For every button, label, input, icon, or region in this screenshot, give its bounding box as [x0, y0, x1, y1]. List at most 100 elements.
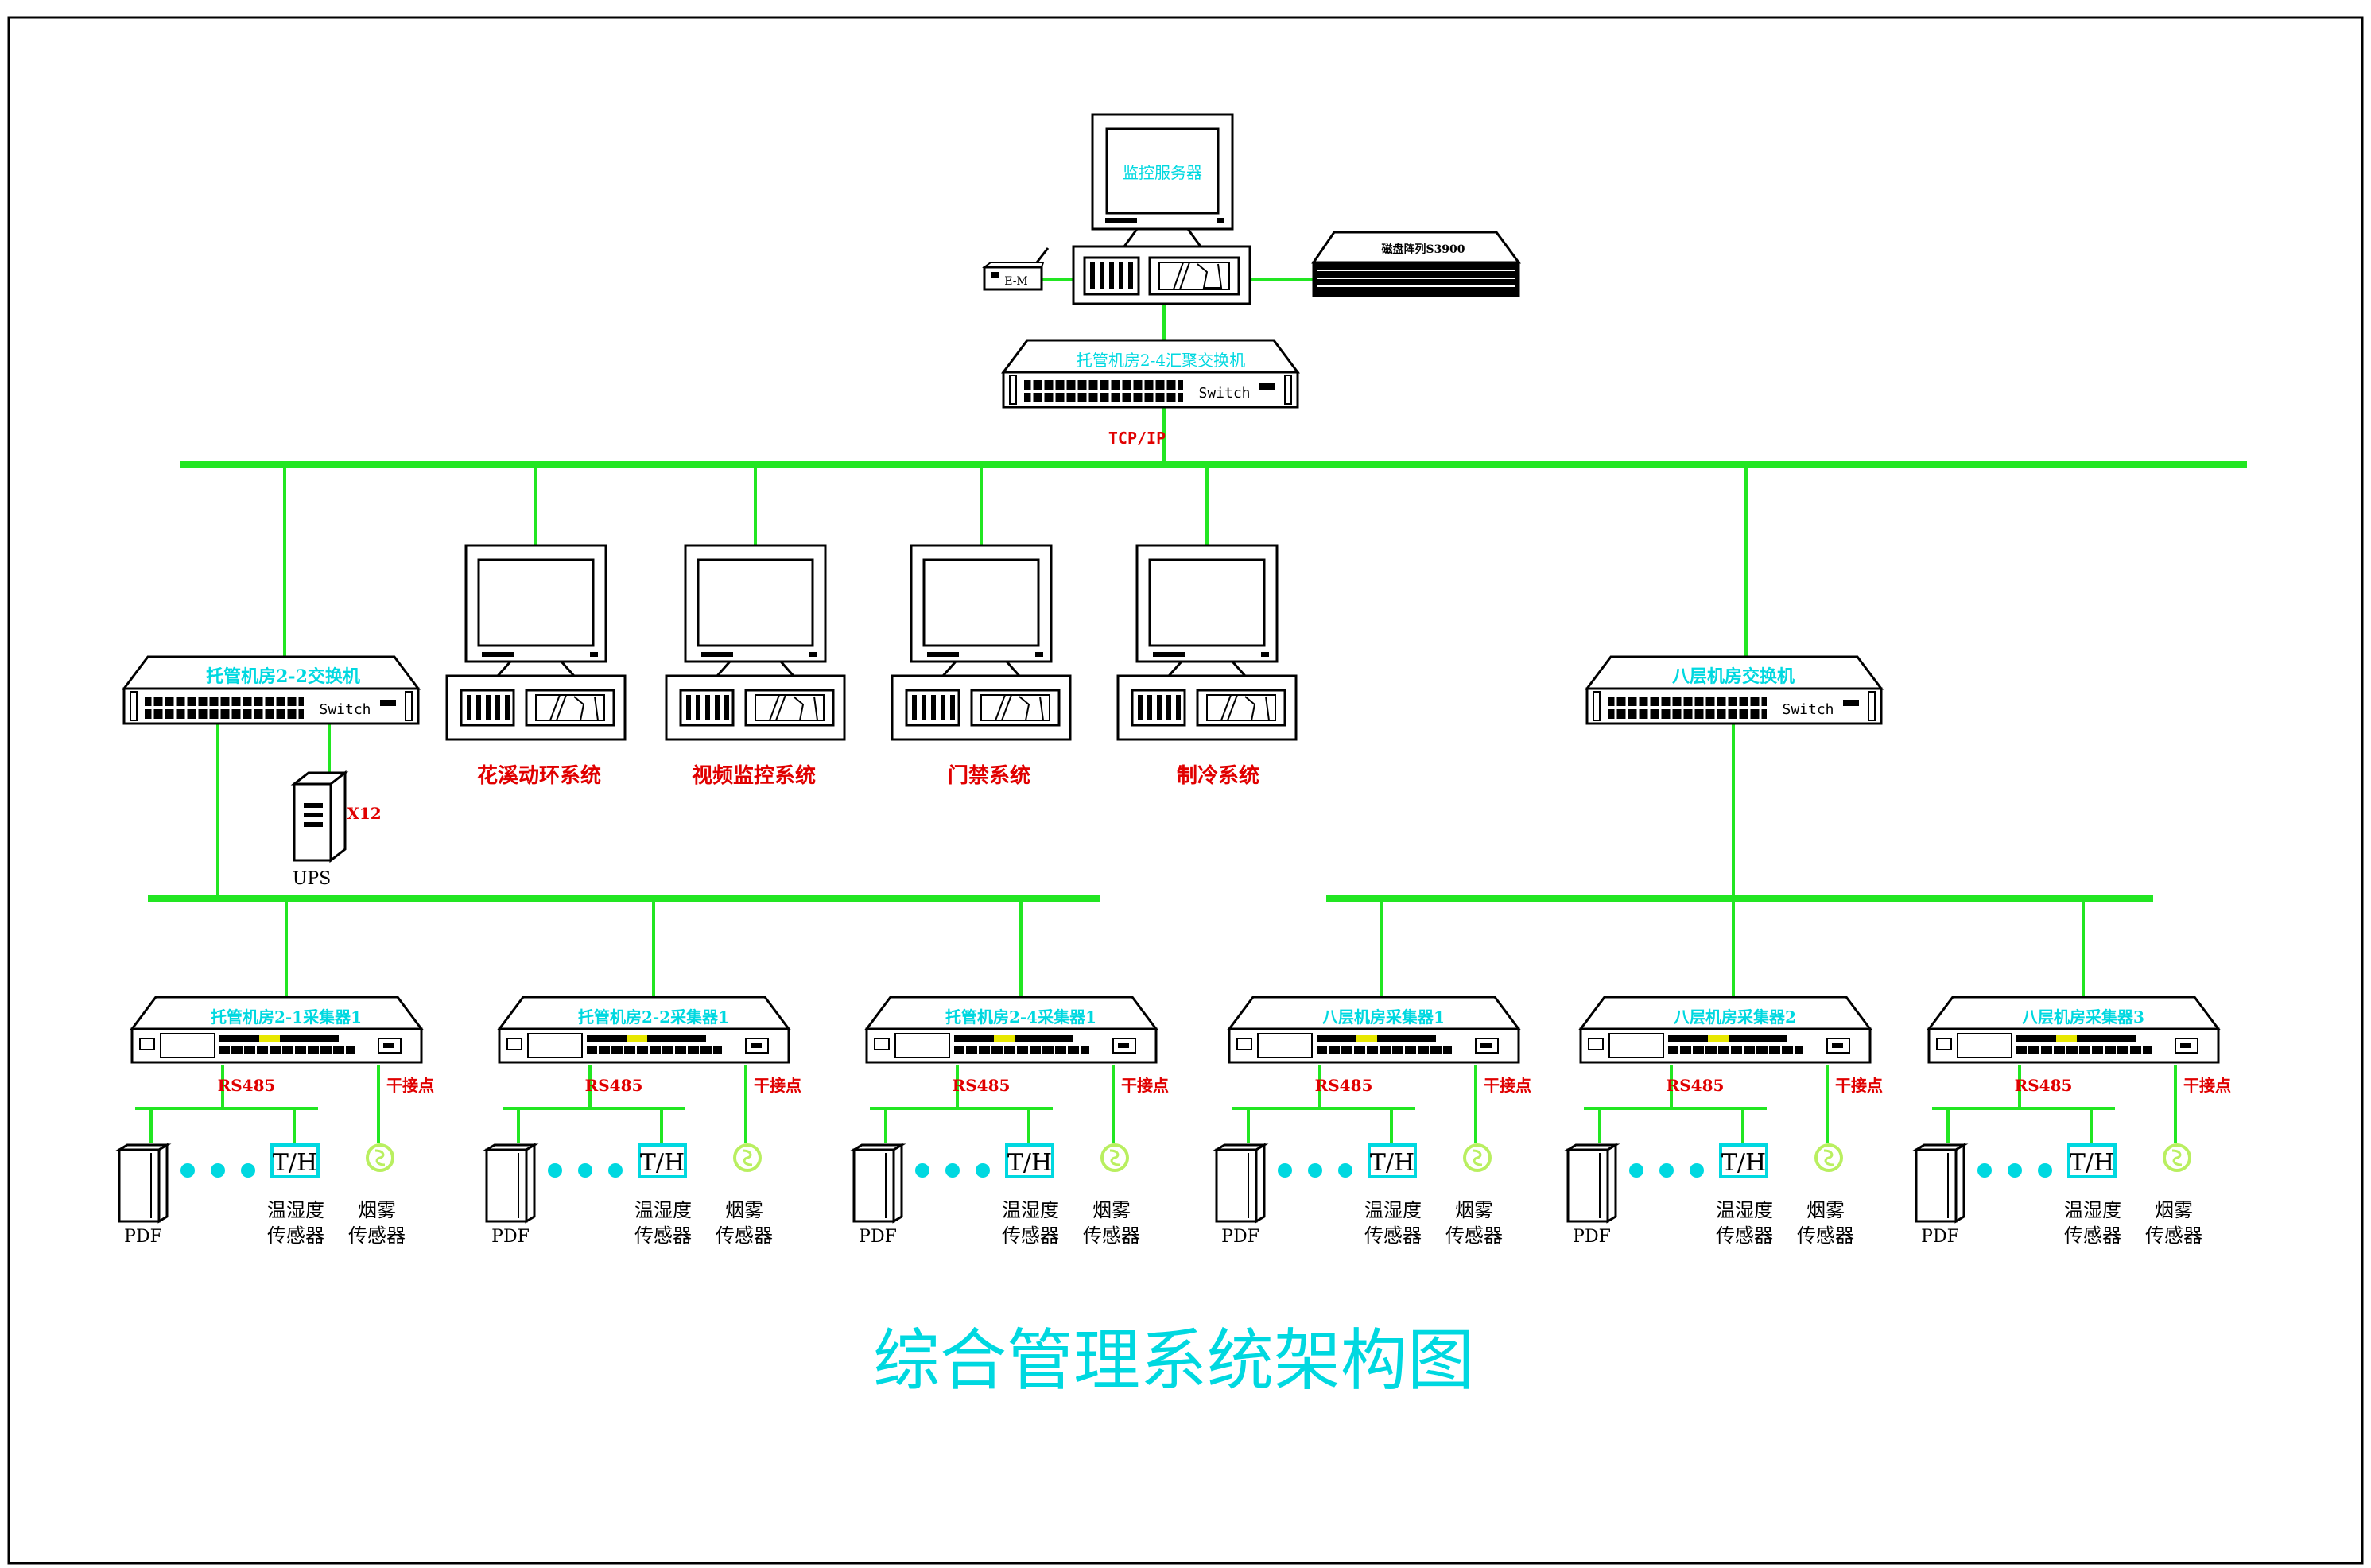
temp-sensor-label: 温湿度: [2064, 1199, 2121, 1221]
modem-label: E-M: [1004, 275, 1028, 288]
smoke-sensor-icon: [733, 1143, 762, 1172]
workstation-label: 花溪动环系统: [477, 763, 601, 788]
rs485-label: RS485: [953, 1076, 1011, 1095]
collector-label: 托管机房2-4采集器1: [945, 1007, 1096, 1027]
smoke-sensor-label: 烟雾: [358, 1199, 396, 1221]
right-switch-brand: Switch: [1782, 701, 1834, 718]
temp-sensor-label: 传感器: [1002, 1225, 1059, 1247]
server-label: 监控服务器: [1123, 163, 1202, 182]
page-frame: [7, 16, 2364, 1565]
pdf-cabinet: [1215, 1143, 1266, 1223]
ups-count: X12: [347, 804, 381, 823]
dry-contact-label: 干接点: [386, 1076, 434, 1095]
smoke-sensor-label: 烟雾: [1806, 1199, 1845, 1221]
collector-4: 八层机房采集器1: [1228, 996, 1520, 1064]
temp-sensor-label: 传感器: [267, 1225, 324, 1247]
smoke-sensor-icon: [1463, 1143, 1492, 1172]
dry-contact-label: 干接点: [2183, 1076, 2231, 1095]
collector-label: 托管机房2-1采集器1: [211, 1007, 362, 1027]
pdf-cabinet: [118, 1143, 169, 1223]
workstation-label: 门禁系统: [948, 763, 1030, 788]
smoke-sensor-icon: [1814, 1143, 1843, 1172]
smoke-sensor-icon: [1100, 1143, 1129, 1172]
pdf-cabinet: [852, 1143, 903, 1223]
rs485-label: RS485: [2015, 1076, 2073, 1095]
dry-contact-label: 干接点: [1121, 1076, 1169, 1095]
pdf-label: PDF: [1921, 1227, 1959, 1247]
collector-6: 八层机房采集器3: [1927, 996, 2220, 1064]
temp-sensor-label: 温湿度: [1716, 1199, 1773, 1221]
workstation-1: 花溪动环系统: [447, 545, 625, 788]
smoke-sensor-label: 传感器: [1445, 1225, 1503, 1247]
th-icon: T/H: [273, 1149, 317, 1177]
collector-5: 八层机房采集器2: [1579, 996, 1872, 1064]
modem: E-M: [982, 247, 1050, 291]
collector-3: 托管机房2-4采集器1: [865, 996, 1158, 1064]
dry-contact-label: 干接点: [1484, 1076, 1531, 1095]
right-switch: 八层机房交换机 Switch: [1585, 655, 1883, 725]
collector-label: 托管机房2-2采集器1: [578, 1007, 729, 1027]
temp-sensor-label: 传感器: [1364, 1225, 1422, 1247]
temp-sensor-label: 传感器: [1716, 1225, 1773, 1247]
temp-sensor-label: 温湿度: [1002, 1199, 1059, 1221]
protocol-label: TCP/IP: [1108, 429, 1166, 448]
smoke-sensor-label: 传感器: [716, 1225, 773, 1247]
ellipsis-dots: [180, 1163, 255, 1178]
field-group-6: RS485 干接点 PDF T/H 温湿度 传感器 烟雾 传感器: [1915, 1076, 2231, 1247]
dry-contact-label: 干接点: [1835, 1076, 1883, 1095]
smoke-sensor-label: 传感器: [1797, 1225, 1854, 1247]
collector-label: 八层机房采集器2: [1674, 1007, 1796, 1027]
right-switch-label: 八层机房交换机: [1672, 666, 1795, 687]
smoke-sensor-label: 传感器: [2145, 1225, 2202, 1247]
field-group-2: RS485 干接点 PDF T/H 温湿度 传感器 烟雾 传感器: [485, 1076, 801, 1247]
field-group-3: RS485 干接点 PDF T/H 温湿度 传感器 烟雾 传感器: [852, 1076, 1169, 1247]
collector-2: 托管机房2-2采集器1: [498, 996, 790, 1064]
workstation-4: 制冷系统: [1118, 545, 1296, 788]
diagram-title: 综合管理系统架构图: [873, 1322, 1474, 1399]
left-switch-brand: Switch: [319, 701, 371, 718]
pdf-cabinet: [1915, 1143, 1965, 1223]
workstation-2: 视频监控系统: [666, 545, 844, 788]
temp-sensor-label: 传感器: [2064, 1225, 2121, 1247]
pdf-label: PDF: [1221, 1227, 1259, 1247]
network-links: [216, 278, 2085, 997]
ups: X12 UPS: [290, 770, 382, 889]
ellipsis-dots: [1629, 1163, 1704, 1178]
buses: [148, 461, 2247, 902]
disk-array: 磁盘阵列S3900: [1311, 231, 1521, 297]
disk-array-label: 磁盘阵列S3900: [1381, 243, 1465, 256]
left-switch-label: 托管机房2-2交换机: [206, 666, 360, 687]
smoke-sensor-label: 烟雾: [1455, 1199, 1493, 1221]
smoke-sensor-label: 传感器: [1083, 1225, 1140, 1247]
ellipsis-dots: [548, 1163, 623, 1178]
pdf-cabinet: [1566, 1143, 1617, 1223]
smoke-sensor-label: 烟雾: [725, 1199, 763, 1221]
ellipsis-dots: [1278, 1163, 1352, 1178]
smoke-sensor-icon: [2163, 1143, 2191, 1172]
th-icon: T/H: [1007, 1149, 1052, 1177]
collector-label: 八层机房采集器3: [2022, 1007, 2144, 1027]
collector-label: 八层机房采集器1: [1322, 1007, 1445, 1027]
left-switch: 托管机房2-2交换机 Switch: [122, 655, 420, 725]
temp-sensor-label: 温湿度: [634, 1199, 692, 1221]
monitoring-server: 监控服务器: [1072, 113, 1251, 305]
th-icon: T/H: [640, 1149, 685, 1177]
temp-sensor-label: 传感器: [634, 1225, 692, 1247]
workstation-3: 门禁系统: [892, 545, 1070, 788]
core-switch: 托管机房2-4汇聚交换机 Switch: [1002, 339, 1299, 409]
smoke-sensor-label: 传感器: [348, 1225, 406, 1247]
th-icon: T/H: [1370, 1149, 1414, 1177]
pdf-label: PDF: [1573, 1227, 1611, 1247]
temp-sensor-label: 温湿度: [267, 1199, 324, 1221]
core-switch-brand: Switch: [1198, 385, 1250, 402]
ellipsis-dots: [915, 1163, 990, 1178]
field-group-1: RS485 干接点 PDF T/H 温湿度 传感器 烟雾 传感器: [118, 1076, 434, 1247]
th-icon: T/H: [1721, 1149, 1766, 1177]
rs485-label: RS485: [1667, 1076, 1725, 1095]
temp-sensor-label: 温湿度: [1364, 1199, 1422, 1221]
field-links: [135, 1065, 2177, 1143]
rs485-label: RS485: [1315, 1076, 1373, 1095]
workstation-label: 视频监控系统: [692, 763, 816, 788]
smoke-sensor-icon: [366, 1143, 394, 1172]
